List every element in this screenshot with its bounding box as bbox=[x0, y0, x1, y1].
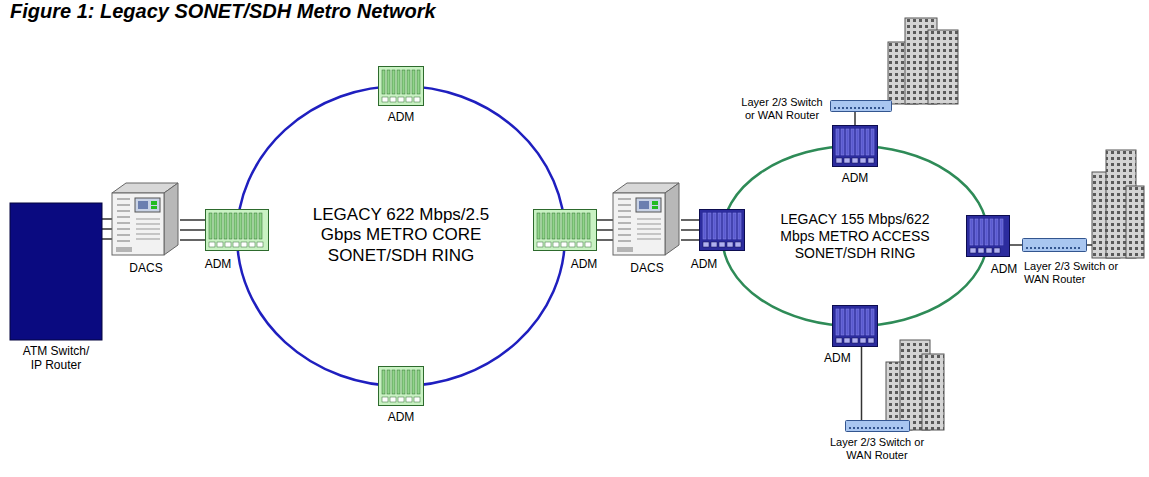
node-label: ADM bbox=[824, 351, 864, 365]
node-label: ADM bbox=[564, 257, 604, 271]
node-label: ADM bbox=[381, 410, 421, 424]
node-label: ADM bbox=[835, 171, 875, 185]
node-label: Layer 2/3 Switch or WAN Router bbox=[1024, 260, 1134, 286]
node-label: ATM Switch/ IP Router bbox=[19, 344, 94, 373]
adm-core: ADM bbox=[378, 366, 424, 406]
node-label: Layer 2/3 Switch or WAN Router bbox=[736, 96, 828, 122]
admb-icon bbox=[832, 125, 878, 167]
figure-title: Figure 1: Legacy SONET/SDH Metro Network bbox=[10, 0, 436, 23]
core-ring: LEGACY 622 Mbps/2.5 Gbps METRO CORE SONE… bbox=[237, 86, 565, 386]
admg-icon bbox=[378, 366, 424, 406]
wan-switch: Layer 2/3 Switch or WAN Router bbox=[845, 420, 910, 432]
atm-switch-router: ATM Switch/ IP Router bbox=[10, 203, 102, 340]
adm-access: ADM bbox=[699, 209, 745, 251]
fiber-link bbox=[597, 220, 613, 240]
node-label: Layer 2/3 Switch or WAN Router bbox=[827, 436, 927, 462]
node-label: ADM bbox=[984, 262, 1024, 276]
adm-core: ADM bbox=[378, 66, 424, 106]
dacs-icon bbox=[613, 183, 681, 255]
building-link bbox=[1087, 244, 1092, 246]
node-label: ADM bbox=[381, 110, 421, 124]
admg-icon bbox=[205, 209, 269, 251]
admb-icon bbox=[832, 305, 878, 347]
switch-icon bbox=[1022, 238, 1087, 252]
ring-label: LEGACY 622 Mbps/2.5 Gbps METRO CORE SONE… bbox=[276, 205, 526, 266]
adm-access: ADM bbox=[832, 305, 878, 347]
adm-access: ADM bbox=[966, 215, 1010, 257]
adm-access: ADM bbox=[832, 125, 878, 167]
wan-switch: Layer 2/3 Switch or WAN Router bbox=[830, 100, 892, 112]
fiber-link bbox=[861, 347, 863, 420]
node-label: ADM bbox=[198, 257, 238, 271]
fiber-link bbox=[681, 220, 699, 240]
dacs-icon bbox=[112, 183, 180, 255]
dacs-unit: DACS bbox=[112, 183, 180, 255]
admg-icon bbox=[533, 209, 597, 251]
fiber-link bbox=[1010, 244, 1022, 246]
switch-icon bbox=[845, 420, 910, 432]
admb-icon bbox=[966, 215, 1010, 257]
box-icon bbox=[10, 203, 102, 340]
ring-label: LEGACY 155 Mbps/622 Mbps METRO ACCESS SO… bbox=[770, 211, 940, 261]
building bbox=[886, 340, 944, 430]
adm-core: ADM bbox=[533, 209, 597, 251]
fiber-link bbox=[102, 219, 112, 239]
fiber-link bbox=[180, 220, 205, 240]
dacs-unit: DACS bbox=[613, 183, 681, 255]
building bbox=[1092, 150, 1144, 258]
node-label: ADM bbox=[684, 257, 724, 271]
admg-icon bbox=[378, 66, 424, 106]
fiber-link bbox=[854, 112, 856, 125]
building bbox=[888, 18, 958, 104]
admb-icon bbox=[699, 209, 745, 251]
switch-icon bbox=[830, 100, 892, 112]
node-label: DACS bbox=[121, 261, 171, 275]
adm-core: ADM bbox=[205, 209, 269, 251]
wan-switch: Layer 2/3 Switch or WAN Router bbox=[1022, 238, 1087, 252]
node-label: DACS bbox=[622, 261, 672, 275]
